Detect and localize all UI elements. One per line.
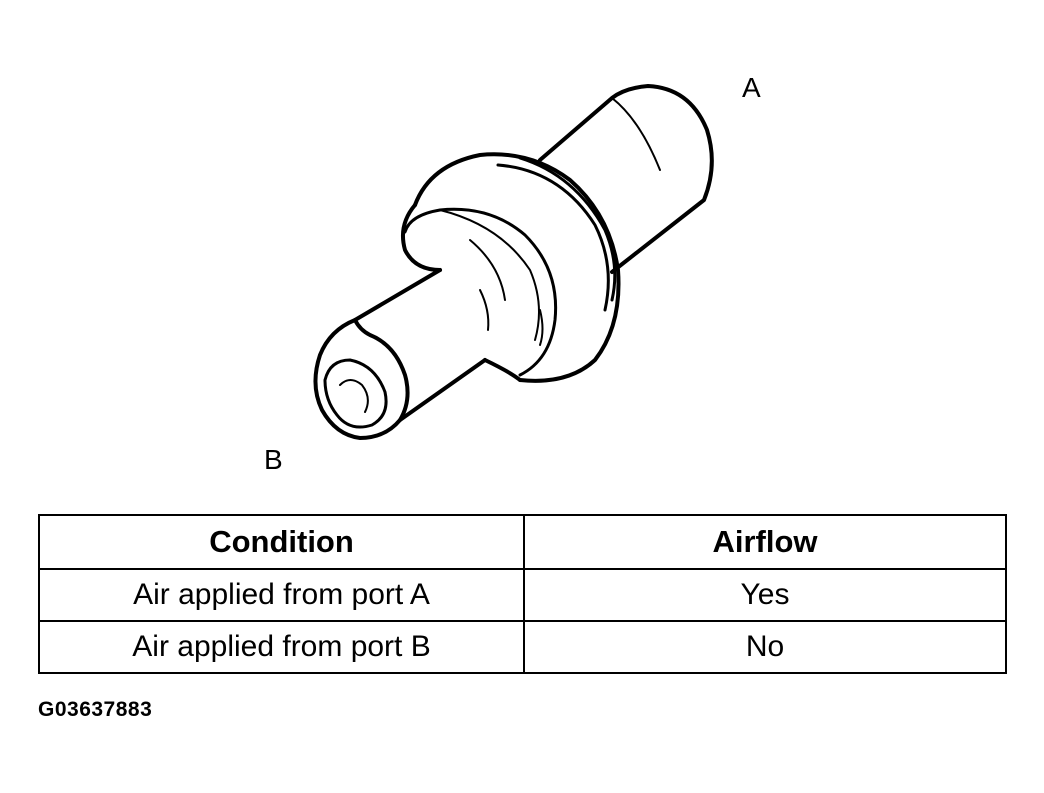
port-b-stem — [313, 268, 522, 440]
check-valve-illustration — [313, 84, 714, 440]
valve-body-ring — [401, 152, 621, 383]
condition-cell: Air applied from port A — [38, 568, 525, 622]
port-a-label: A — [742, 72, 761, 103]
figure-code: G03637883 — [38, 698, 153, 721]
airflow-condition-table: Condition Airflow Air applied from port … — [38, 514, 1007, 674]
table-row: Air applied from port B No — [38, 620, 1007, 674]
header-condition: Condition — [38, 514, 525, 570]
port-b-label: B — [264, 444, 283, 475]
header-airflow: Airflow — [523, 514, 1007, 570]
airflow-cell: No — [523, 620, 1007, 674]
condition-cell: Air applied from port B — [38, 620, 525, 674]
airflow-cell: Yes — [523, 568, 1007, 622]
table-header-row: Condition Airflow — [38, 514, 1007, 570]
table-row: Air applied from port A Yes — [38, 568, 1007, 622]
port-a-cylinder — [538, 84, 714, 274]
